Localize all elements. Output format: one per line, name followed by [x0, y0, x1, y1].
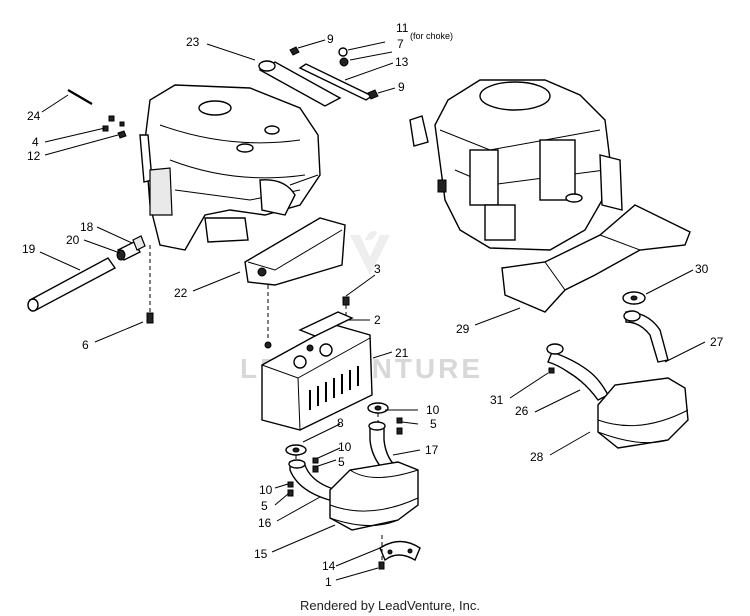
callout-11: 11 [396, 21, 409, 35]
leader-lines [39, 39, 706, 581]
part-11-fitting [338, 47, 348, 57]
part-19-hose [27, 257, 117, 312]
part-18-20-fitting [116, 235, 146, 261]
callout-17: 17 [425, 443, 439, 457]
callout-9-upper: 9 [327, 32, 334, 46]
part-26-exhaust-pipe [546, 343, 609, 401]
callout-6: 6 [82, 338, 89, 352]
callout-10-right: 10 [426, 403, 440, 417]
callout-28: 28 [530, 450, 544, 464]
part-30-gasket [622, 291, 646, 305]
watermark-logo [350, 231, 390, 275]
callout-5-left: 5 [261, 499, 268, 513]
callout-15: 15 [254, 547, 268, 561]
callout-26: 26 [515, 404, 529, 418]
right-engine [409, 79, 623, 251]
part-10-5-hardware-left [287, 481, 294, 497]
callout-29: 29 [456, 322, 470, 336]
callout-12: 12 [27, 149, 41, 163]
callout-19: 19 [22, 242, 36, 256]
part-1-screw [378, 561, 385, 570]
part-6-bolt [146, 312, 154, 324]
part-3-bolt [342, 296, 350, 306]
callout-9-lower: 9 [398, 80, 405, 94]
part-22-shield [244, 217, 346, 286]
callout-16: 16 [258, 516, 272, 530]
callout-10-mid: 10 [338, 440, 352, 454]
callout-22: 22 [174, 286, 188, 300]
footer-credit: Rendered by LeadVenture, Inc. [300, 598, 480, 613]
callout-5-right: 5 [430, 417, 437, 431]
part-8-gasket-left [285, 444, 307, 456]
callout-3: 3 [374, 262, 381, 276]
callout-27: 27 [710, 335, 724, 349]
callout-24: 24 [27, 109, 41, 123]
part-23-tube [258, 60, 342, 107]
part-8-gasket-right [367, 402, 389, 414]
callout-7: 7 [397, 37, 404, 51]
callout-2: 2 [374, 313, 381, 327]
part-24-dipstick [67, 89, 93, 105]
part-9-clamp-lower [367, 89, 379, 100]
callout-20: 20 [66, 233, 80, 247]
callout-1: 1 [325, 575, 332, 589]
part-4-screw [102, 115, 115, 132]
part-21-muffler-guard [261, 324, 373, 431]
callout-18: 18 [80, 220, 94, 234]
callout-13: 13 [395, 55, 409, 69]
part-10-5-hardware-mid [312, 457, 319, 473]
callout-21: 21 [395, 346, 409, 360]
part-9-clamp-upper [289, 46, 300, 56]
part-27-exhaust-pipe [623, 310, 669, 363]
callout-4: 4 [32, 135, 39, 149]
callout-10-left: 10 [259, 483, 273, 497]
callout-31: 31 [490, 393, 504, 407]
part-14-bracket [379, 540, 421, 562]
callout-23: 23 [186, 35, 200, 49]
callout-labels: 23 9 11 (for choke) 7 13 9 24 4 12 18 20… [22, 21, 724, 589]
part-12-clip [117, 121, 127, 139]
part-10-5-hardware-right [396, 417, 403, 435]
part-28-muffler [597, 377, 689, 449]
callout-30: 30 [695, 262, 709, 276]
callout-8: 8 [337, 416, 344, 430]
part-15-muffler [329, 461, 419, 531]
callout-14: 14 [322, 559, 336, 573]
callout-5-mid: 5 [338, 455, 345, 469]
part-29-heat-shield [501, 204, 691, 313]
part-31-nut [548, 367, 555, 374]
part-7-nut [339, 57, 349, 67]
callout-11-note: (for choke) [410, 31, 453, 41]
left-engine [139, 84, 321, 251]
part-2-bracket [298, 311, 354, 337]
